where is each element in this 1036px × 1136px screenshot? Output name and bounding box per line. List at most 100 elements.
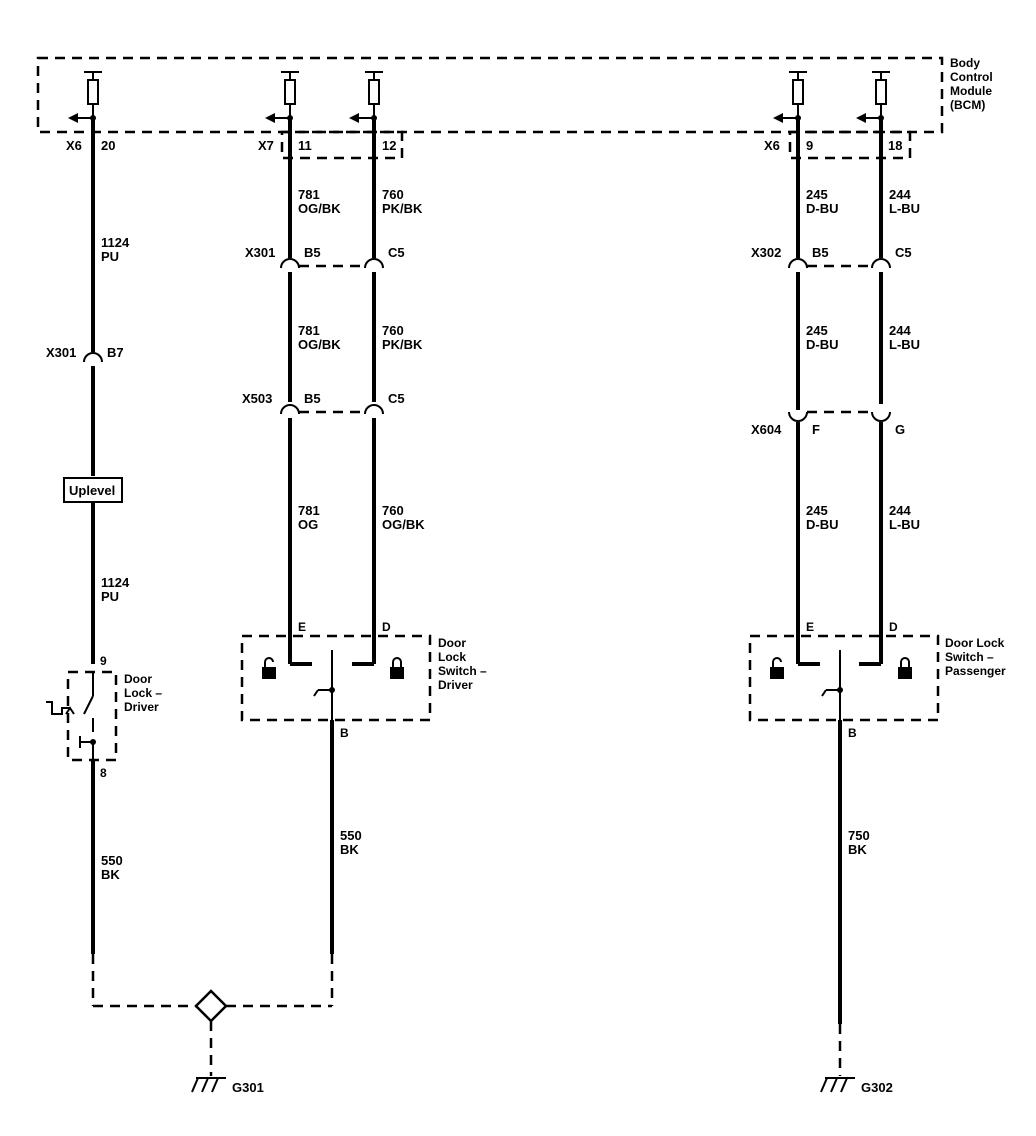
splice-g301	[91, 954, 334, 1076]
wire-label: 550	[340, 828, 362, 843]
pin-label: 8	[100, 766, 107, 780]
bcm-output-5	[856, 71, 890, 123]
x604-connector	[788, 402, 891, 422]
door-lock-switch-passenger-symbol	[798, 650, 881, 738]
wire-label: PK/BK	[382, 337, 423, 352]
connector-label: X301	[245, 245, 275, 260]
unlock-icon	[770, 657, 784, 679]
ground-g302-icon	[820, 1077, 855, 1093]
component-label: Passenger	[945, 664, 1006, 678]
pin-label: G	[895, 422, 905, 437]
wire-label: 244	[889, 503, 911, 518]
svg-text:Body: Body	[950, 56, 980, 70]
wire-label: 245	[806, 323, 828, 338]
pin-9-label: 9	[806, 138, 813, 153]
pin-20-label: 20	[101, 138, 115, 153]
wire-label: 781	[298, 503, 320, 518]
ground-g301-icon	[191, 1077, 226, 1093]
bcm-label: Body Control Module (BCM)	[950, 56, 993, 112]
svg-text:Module: Module	[950, 84, 992, 98]
wire-label: 760	[382, 323, 404, 338]
pin-label: B5	[812, 245, 829, 260]
wire-label: D-BU	[806, 337, 839, 352]
pin-18-label: 18	[888, 138, 902, 153]
component-label: Switch –	[438, 664, 487, 678]
door-lock-switch-driver-symbol	[290, 650, 374, 738]
pin-label: B	[340, 726, 349, 740]
pin-label: B	[848, 726, 857, 740]
wire-label: D-BU	[806, 517, 839, 532]
x6-right-label: X6	[764, 138, 780, 153]
wire-label: 244	[889, 187, 911, 202]
component-label: Lock –	[124, 686, 162, 700]
wire-label: BK	[101, 867, 120, 882]
lock-icon	[898, 657, 912, 679]
pin-12-label: 12	[382, 138, 396, 153]
door-lock-actuator-symbol	[46, 672, 96, 760]
connector-label: X503	[242, 391, 272, 406]
svg-text:Control: Control	[950, 70, 993, 84]
uplevel-label: Uplevel	[69, 483, 115, 498]
connector-label: X302	[751, 245, 781, 260]
x301-connector	[280, 258, 384, 286]
wire-label: 1124	[101, 235, 130, 250]
wire-label: L-BU	[889, 337, 920, 352]
connector-label: X301	[46, 345, 76, 360]
wire-label: 760	[382, 187, 404, 202]
wire-label: OG/BK	[382, 517, 425, 532]
ground-g301-label: G301	[232, 1080, 264, 1095]
wire-label: PK/BK	[382, 201, 423, 216]
wire-label: PU	[101, 589, 119, 604]
wire-label: 245	[806, 503, 828, 518]
pin-label: E	[806, 620, 814, 634]
bcm-output-4	[773, 71, 807, 123]
wire-label: 550	[101, 853, 123, 868]
pin-11-label: 11	[298, 138, 312, 153]
lock-icon	[390, 657, 404, 679]
component-label: Driver	[438, 678, 473, 692]
component-label: Door	[124, 672, 152, 686]
wire-label: L-BU	[889, 517, 920, 532]
door-lock-switch-passenger-box	[748, 634, 940, 722]
component-label: Driver	[124, 700, 159, 714]
uplevel-box	[63, 477, 123, 503]
wire-label: 750	[848, 828, 870, 843]
x6-connector-box	[788, 130, 912, 160]
wire-label: 781	[298, 323, 320, 338]
x7-label: X7	[258, 138, 274, 153]
bcm-output-2	[265, 71, 299, 123]
pin-label: C5	[388, 391, 405, 406]
pin-label: D	[382, 620, 391, 634]
x503-connector	[280, 404, 384, 430]
x301-b7-connector	[83, 352, 103, 380]
ground-g302-label: G302	[861, 1080, 893, 1095]
wire-label: BK	[848, 842, 867, 857]
pin-label: C5	[388, 245, 405, 260]
wire-label: 1124	[101, 575, 130, 590]
pin-label: E	[298, 620, 306, 634]
component-label: Lock	[438, 650, 466, 664]
pin-label: B7	[107, 345, 124, 360]
wire-label: 244	[889, 323, 911, 338]
component-label: Switch –	[945, 650, 994, 664]
wire-label: PU	[101, 249, 119, 264]
component-label: Door	[438, 636, 466, 650]
bcm-output-1	[68, 71, 102, 123]
wire-label: 760	[382, 503, 404, 518]
pin-label: B5	[304, 245, 321, 260]
wire-label: L-BU	[889, 201, 920, 216]
bcm-box	[36, 56, 944, 134]
wire-label: 245	[806, 187, 828, 202]
component-label: Door Lock	[945, 636, 1005, 650]
wire-label: OG	[298, 517, 318, 532]
wire-label: D-BU	[806, 201, 839, 216]
pin-label: D	[889, 620, 898, 634]
wire-label: BK	[340, 842, 359, 857]
wire-label: 781	[298, 187, 320, 202]
pin-label: C5	[895, 245, 912, 260]
bcm-output-3	[349, 71, 383, 123]
x7-connector-box	[280, 130, 404, 160]
connector-label: X604	[751, 422, 782, 437]
pin-label: 9	[100, 654, 107, 668]
